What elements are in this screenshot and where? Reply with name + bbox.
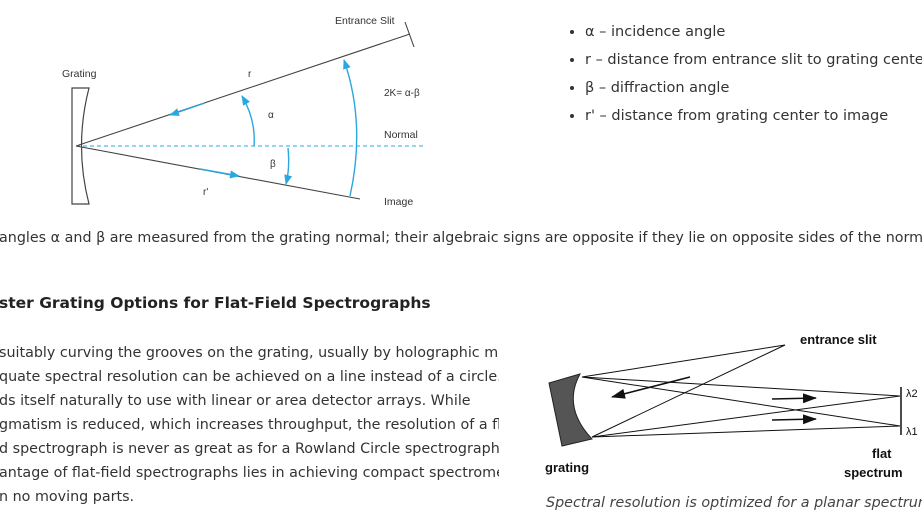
grating-geometry-diagram: Entrance Slit Grating r α β r' 2K= α-β N…	[62, 15, 426, 208]
beta-arc	[284, 147, 293, 185]
diffracted-arrow-lower	[771, 414, 817, 425]
incident-arrow	[611, 376, 691, 399]
spectrum-label: spectrum	[844, 465, 903, 480]
legend-item-alpha: α – incidence angle	[585, 18, 922, 46]
paragraph-line: n no moving parts.	[0, 489, 135, 505]
section-heading: ster Grating Options for Flat-Field Spec…	[0, 294, 431, 312]
flat-field-spectrograph-diagram: entrance slit grating flat spectrum λ2 λ…	[545, 332, 918, 480]
lambda1-label: λ1	[906, 426, 918, 438]
paragraph-line: gmatism is reduced, which increases thro…	[0, 417, 499, 433]
entrance-slit-label: Entrance Slit	[335, 15, 395, 27]
grating-label: Grating	[62, 68, 97, 80]
rowland-arc	[343, 59, 358, 197]
flat-label: flat	[872, 446, 892, 461]
incident-arrow	[169, 102, 206, 116]
paragraph-line: ds itself naturally to use with linear o…	[0, 393, 471, 409]
legend-item-r-prime: r' – distance from grating center to ima…	[585, 102, 922, 130]
diffracted-arrow	[199, 168, 240, 179]
symbol-legend-list: α – incidence angle r – distance from en…	[545, 18, 922, 130]
beta-label: β	[270, 159, 276, 170]
paragraph-line: quate spectral resolution can be achieve…	[0, 369, 499, 385]
grating-label: grating	[545, 460, 589, 475]
ray-bottom-to-l2	[591, 395, 901, 438]
incident-ray	[75, 33, 411, 147]
entrance-slit-label: entrance slit	[800, 332, 877, 347]
r-prime-label: r'	[203, 187, 208, 198]
concave-grating-shape	[71, 87, 90, 205]
normal-label: Normal	[384, 129, 418, 141]
figure-caption: Spectral resolution is optimized for a p…	[546, 495, 922, 511]
angle-sign-note: angles α and β are measured from the gra…	[0, 230, 922, 246]
paragraph-line: suitably curving the grooves on the grat…	[0, 345, 499, 361]
r-label: r	[248, 69, 252, 80]
paragraph-line: antage of flat-field spectrographs lies …	[0, 465, 499, 481]
relation-label: 2K= α-β	[384, 88, 420, 99]
ray-slit-bottom	[591, 344, 786, 438]
legend-item-beta: β – diffraction angle	[585, 74, 922, 102]
entrance-slit-mark	[404, 21, 415, 48]
ray-top-to-l1	[581, 376, 901, 427]
section-paragraph: suitably curving the grooves on the grat…	[0, 341, 499, 509]
diffracted-arrow-upper	[771, 393, 817, 404]
grating-block	[548, 373, 593, 447]
ray-bottom-to-l1	[591, 425, 901, 438]
alpha-arc	[241, 95, 255, 147]
paragraph-line: d spectrograph is never as great as for …	[0, 441, 499, 457]
ray-top-to-l2	[581, 376, 901, 397]
alpha-label: α	[268, 110, 274, 121]
image-label: Image	[384, 196, 413, 208]
ray-slit-top	[581, 344, 786, 378]
lambda2-label: λ2	[906, 388, 918, 400]
legend-item-r: r – distance from entrance slit to grati…	[585, 46, 922, 74]
